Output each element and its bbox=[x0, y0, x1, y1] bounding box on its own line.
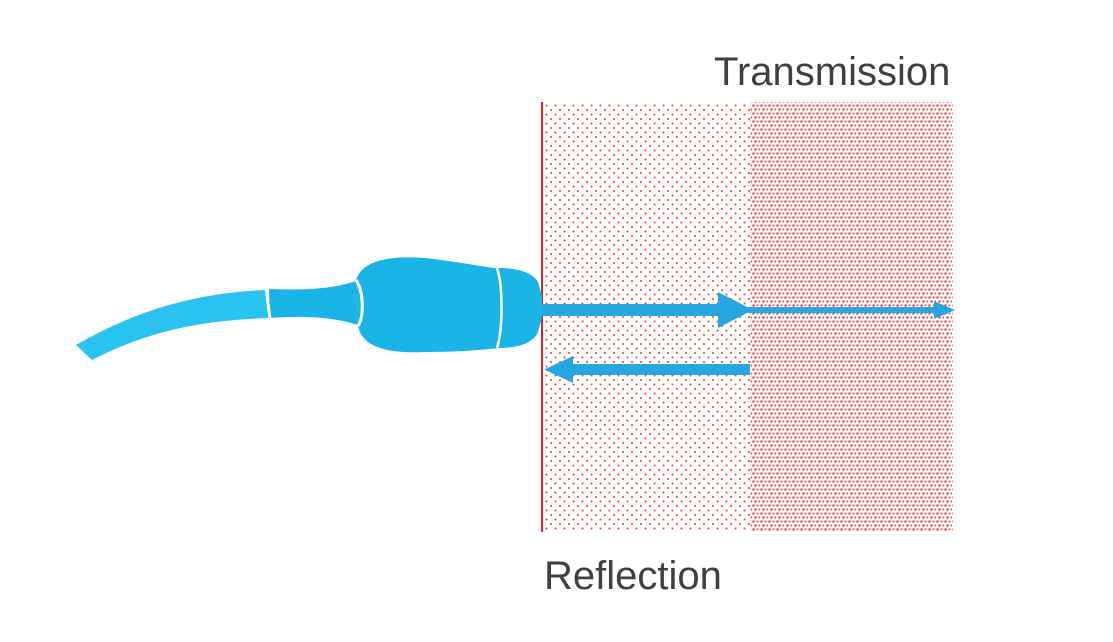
probe-handle bbox=[356, 257, 542, 353]
transmission-label: Transmission bbox=[714, 50, 951, 94]
reflection-label: Reflection bbox=[544, 554, 722, 598]
probe-neck bbox=[269, 281, 358, 325]
ultrasound-transducer-icon bbox=[76, 257, 542, 360]
second-medium-region bbox=[750, 102, 953, 532]
first-medium-region bbox=[542, 102, 750, 532]
probe-cable bbox=[76, 290, 269, 360]
incident-arrow bbox=[542, 292, 753, 328]
reflected-arrow bbox=[544, 356, 750, 383]
transmitted-arrow bbox=[748, 301, 955, 319]
